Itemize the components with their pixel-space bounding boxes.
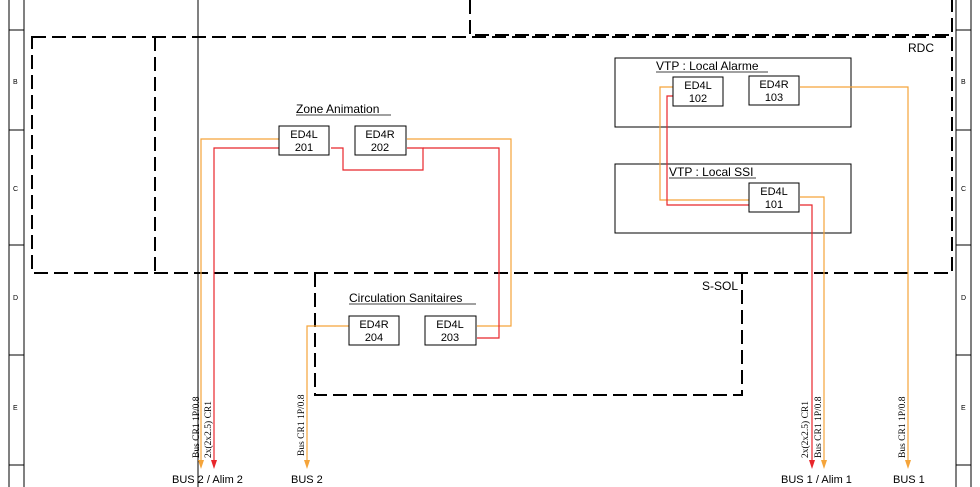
cable-label-bus2: Bus CR1 1P/0.8 xyxy=(192,396,202,458)
device-203-type: ED4L xyxy=(436,319,464,331)
rdc-label: RDC xyxy=(908,41,934,55)
zone-animation-label: Zone Animation xyxy=(296,102,379,116)
arrow-alim1-red-icon xyxy=(809,460,815,469)
vtp-local-alarme-box xyxy=(614,57,852,128)
cable-label-alim2: 2x(2x2.5) CR1 xyxy=(203,401,214,458)
vtp-local-alarme-label: VTP : Local Alarme xyxy=(656,59,759,73)
vtp-local-ssi-box xyxy=(614,163,852,234)
device-ed4r-202: ED4R 202 xyxy=(354,125,407,156)
device-202-number: 202 xyxy=(371,142,389,154)
device-101-type: ED4L xyxy=(760,186,788,198)
upper-zone-boundary xyxy=(469,0,953,36)
border-letter-right-c: C xyxy=(961,186,966,193)
bottom-label-bus2-alim2: BUS 2 / Alim 2 xyxy=(172,474,243,486)
alim-cables xyxy=(213,95,813,462)
device-204-type: ED4R xyxy=(359,319,388,331)
bus-cables xyxy=(200,86,909,462)
rdc-zone-boundary xyxy=(31,36,953,274)
device-101-number: 101 xyxy=(765,199,783,211)
device-203-number: 203 xyxy=(441,332,459,344)
device-ed4r-204: ED4R 204 xyxy=(348,315,400,346)
ssol-label: S-SOL xyxy=(702,279,738,293)
cable-label-alim1: 2x(2x2.5) CR1 xyxy=(800,401,811,458)
border-letter-right-e: E xyxy=(961,405,966,412)
device-ed4l-201: ED4L 201 xyxy=(278,125,330,156)
circulation-sanitaires-label: Circulation Sanitaires xyxy=(349,291,462,305)
arrow-alim2-red-icon xyxy=(211,460,217,469)
arrow-bus1-orange-icon xyxy=(821,460,827,469)
device-ed4l-102: ED4L 102 xyxy=(672,76,724,107)
device-201-type: ED4L xyxy=(290,129,318,141)
device-103-type: ED4R xyxy=(759,79,788,91)
device-102-type: ED4L xyxy=(684,80,712,92)
sheet-border xyxy=(8,0,972,487)
vtp-local-ssi-label: VTP : Local SSI xyxy=(669,165,754,179)
cable-label-bus1-end: Bus CR1 1P/0.8 xyxy=(898,396,908,458)
device-ed4r-103: ED4R 103 xyxy=(748,75,800,106)
border-letter-left-d: D xyxy=(13,295,18,302)
device-201-number: 201 xyxy=(295,142,313,154)
device-102-number: 102 xyxy=(689,93,707,105)
device-103-number: 103 xyxy=(765,92,783,104)
cable-label-bus2-spur: Bus CR1 1P/0.8 xyxy=(297,394,307,456)
device-ed4l-101: ED4L 101 xyxy=(748,182,800,213)
arrow-bus2-orange-icon xyxy=(198,460,204,469)
arrow-bus1-end-icon xyxy=(905,460,911,469)
cable-label-bus1: Bus CR1 1P/0.8 xyxy=(814,396,824,458)
device-202-type: ED4R xyxy=(365,129,394,141)
arrow-bus2-spur-icon xyxy=(304,460,310,469)
border-letter-left-c: C xyxy=(13,186,18,193)
border-letter-right-d: D xyxy=(961,295,966,302)
device-ed4l-203: ED4L 203 xyxy=(424,315,477,346)
bottom-label-bus2: BUS 2 xyxy=(291,474,323,486)
border-letters: B C D E B C D E xyxy=(13,79,966,412)
cable-arrowheads xyxy=(198,460,911,469)
border-letter-left-e: E xyxy=(13,405,18,412)
bottom-label-bus1-alim1: BUS 1 / Alim 1 xyxy=(781,474,852,486)
border-letter-right-b: B xyxy=(961,79,966,86)
device-204-number: 204 xyxy=(365,332,383,344)
ssol-zone-boundary xyxy=(314,273,743,396)
bottom-label-bus1: BUS 1 xyxy=(893,474,925,486)
border-letter-left-b: B xyxy=(13,79,18,86)
